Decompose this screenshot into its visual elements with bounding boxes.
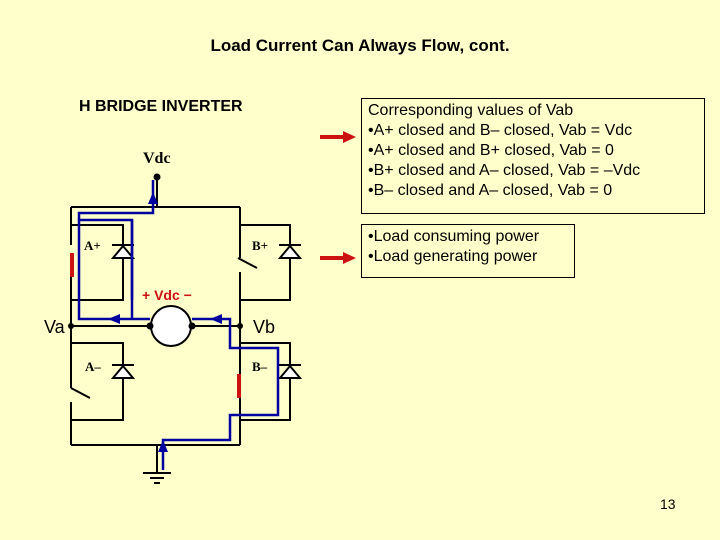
load-terminal-dot <box>146 322 154 330</box>
vab-values-box: Corresponding values of Vab •A+ closed a… <box>361 98 705 214</box>
diode-a-plus-icon <box>110 244 136 259</box>
node-b-label: Vb <box>253 317 275 337</box>
node-a-dot <box>68 323 74 329</box>
current-path <box>77 218 280 470</box>
current-path-top <box>77 180 155 220</box>
slide-title: Load Current Can Always Flow, cont. <box>210 36 510 55</box>
pointer-arrow-vab <box>320 131 356 143</box>
page-number: 13 <box>660 496 676 512</box>
current-arrow-icon <box>148 192 158 204</box>
current-arrow-icon <box>158 440 168 452</box>
power-item: •Load generating power <box>368 248 538 265</box>
switch-label-a-minus: A– <box>85 359 101 374</box>
vab-item: •B– closed and A– closed, Vab = 0 <box>368 182 613 199</box>
power-mode-box: •Load consuming power •Load generating p… <box>361 224 575 278</box>
diode-a-minus-icon <box>110 364 136 379</box>
diode-b-minus-icon <box>277 364 303 379</box>
load-terminal-dot <box>188 322 196 330</box>
vab-heading: Corresponding values of Vab <box>368 102 574 119</box>
vab-item: •B+ closed and A– closed, Vab = –Vdc <box>368 162 641 179</box>
load-voltage-label: + Vdc − <box>142 287 192 303</box>
node-b-dot <box>237 323 243 329</box>
current-arrow-icon <box>108 314 120 324</box>
switch-label-b-plus: B+ <box>252 238 268 253</box>
vab-item: •A+ closed and B– closed, Vab = Vdc <box>368 122 633 139</box>
load-icon <box>150 305 192 347</box>
diagram-subtitle: H BRIDGE INVERTER <box>79 98 243 115</box>
vdc-terminal-dot <box>153 173 161 181</box>
supply-label: Vdc <box>143 150 171 167</box>
power-item: •Load consuming power <box>368 228 540 245</box>
switch-label-b-minus: B– <box>252 359 268 374</box>
switch-label-a-plus: A+ <box>84 238 101 253</box>
vab-item: •A+ closed and B+ closed, Vab = 0 <box>368 142 614 159</box>
diode-b-plus-icon <box>277 244 303 259</box>
current-arrow-icon <box>210 314 222 324</box>
pointer-arrow-power <box>320 252 356 264</box>
node-a-label: Va <box>44 317 66 337</box>
